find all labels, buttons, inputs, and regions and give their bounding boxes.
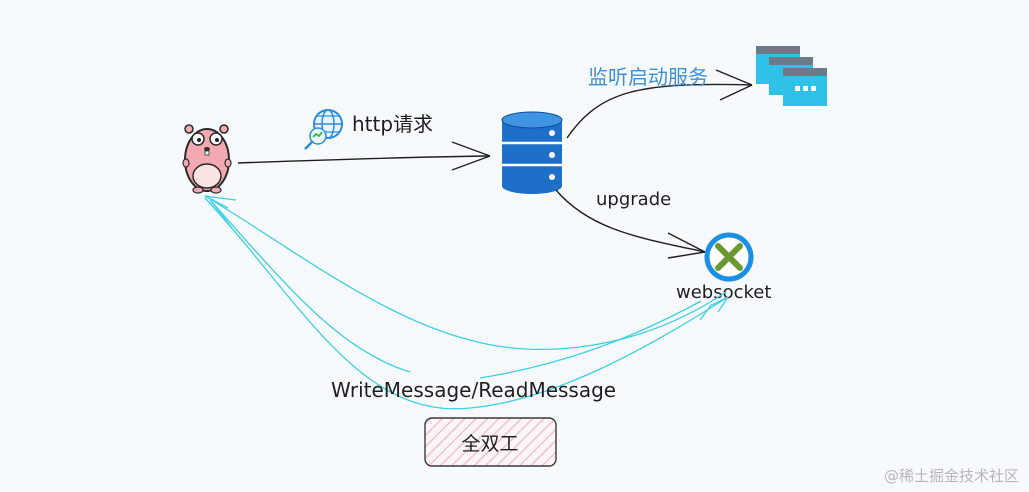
websocket-icon xyxy=(704,232,754,282)
http-request-arrow xyxy=(237,141,491,171)
full-duplex-label: 全双工 xyxy=(461,433,518,455)
listen-start-label: 监听启动服务 xyxy=(588,65,708,89)
upgrade-arrow xyxy=(555,189,706,259)
server-stack-icon xyxy=(756,46,827,106)
globe-icon xyxy=(304,109,343,150)
watermark: @稀土掘金技术社区 xyxy=(883,467,1019,485)
listen-arrow xyxy=(566,69,753,139)
database-icon xyxy=(501,111,563,194)
http-request-label: http请求 xyxy=(352,112,433,136)
upgrade-label: upgrade xyxy=(596,189,671,210)
full-duplex-box: 全双工 xyxy=(424,417,557,467)
gopher-icon xyxy=(182,124,232,194)
websocket-label: websocket xyxy=(676,282,771,303)
duplex-arrows xyxy=(204,195,729,410)
write-read-label: WriteMessage/ReadMessage xyxy=(331,378,616,402)
